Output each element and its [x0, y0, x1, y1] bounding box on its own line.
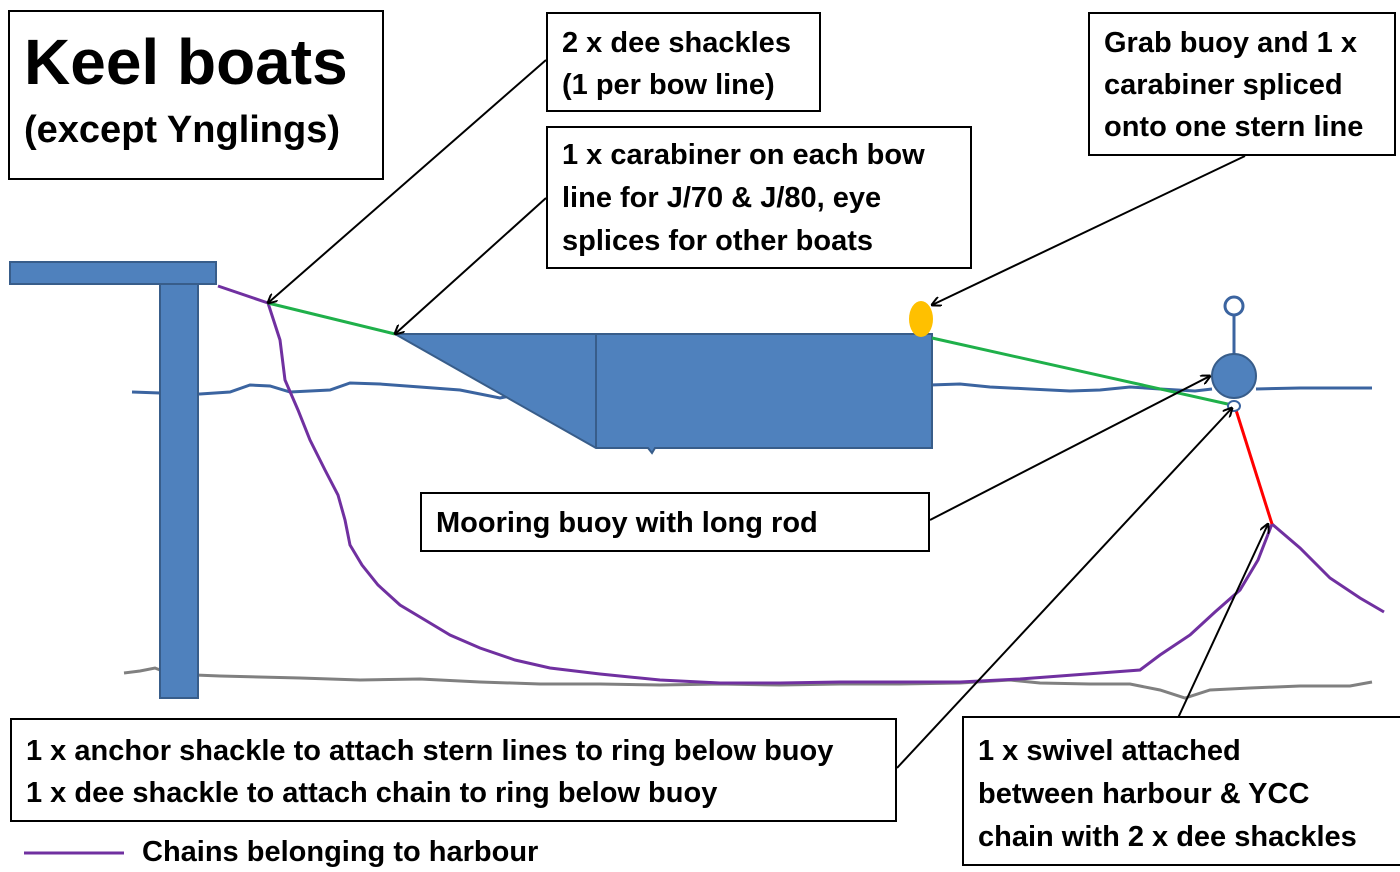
- stern-line: [931, 336, 1233, 407]
- callout-swivel: 1 x swivel attached between harbour & YC…: [962, 716, 1400, 866]
- legend-harbour-chain-label: Chains belonging to harbour: [142, 836, 539, 868]
- callout-line: 1 x swivel attached: [978, 735, 1241, 767]
- seabed-line: [123, 666, 1373, 700]
- water-surface: [131, 381, 1372, 400]
- pontoon-deck: [9, 261, 217, 285]
- title-box: Keel boats (except Ynglings): [8, 10, 384, 180]
- callout-line: 1 x carabiner on each bow: [562, 139, 925, 171]
- callout-line: Mooring buoy with long rod: [436, 507, 818, 539]
- callout-anchor-shackle: 1 x anchor shackle to attach stern lines…: [10, 718, 897, 822]
- callout-mooring-buoy: Mooring buoy with long rod: [420, 492, 930, 552]
- callout-carabiner: 1 x carabiner on each bow line for J/70 …: [546, 126, 972, 269]
- callout-line: 2 x dee shackles: [562, 27, 791, 59]
- arrow-anchor-shackle: [896, 408, 1232, 769]
- boat-hull: [391, 333, 933, 455]
- callout-line: chain with 2 x dee shackles: [978, 821, 1357, 853]
- arrow-carabiner: [395, 197, 547, 334]
- callout-line: splices for other boats: [562, 225, 874, 257]
- callout-line: 1 x anchor shackle to attach stern lines…: [26, 735, 834, 767]
- callout-line: Grab buoy and 1 x: [1104, 27, 1357, 59]
- arrow-mooring-buoy: [929, 376, 1210, 521]
- callout-line: 1 x dee shackle to attach chain to ring …: [26, 777, 718, 809]
- title-subtitle: (except Ynglings): [24, 109, 341, 151]
- ycc-chain: [1234, 409, 1274, 525]
- arrow-grab-buoy: [932, 155, 1246, 305]
- harbour-chain-left: [217, 284, 1274, 685]
- buoy-rod-ring: [1223, 295, 1245, 317]
- callout-dee-shackles: 2 x dee shackles (1 per bow line): [546, 12, 821, 112]
- title-main: Keel boats: [24, 26, 348, 98]
- callout-line: onto one stern line: [1104, 111, 1364, 143]
- pontoon-pile: [159, 283, 199, 699]
- callout-line: carabiner spliced: [1104, 69, 1343, 101]
- harbour-chain-right: [1271, 522, 1385, 614]
- arrow-dee-shackles: [268, 59, 547, 303]
- callout-line: between harbour & YCC: [978, 778, 1310, 810]
- callout-line: line for J/70 & J/80, eye: [562, 182, 882, 214]
- callout-line: (1 per bow line): [562, 69, 775, 101]
- bow-line: [267, 301, 396, 336]
- grab-buoy-icon: [909, 301, 933, 337]
- mooring-buoy-icon: [1211, 353, 1257, 399]
- arrow-swivel: [1177, 524, 1268, 719]
- callout-grab-buoy: Grab buoy and 1 x carabiner spliced onto…: [1088, 12, 1396, 156]
